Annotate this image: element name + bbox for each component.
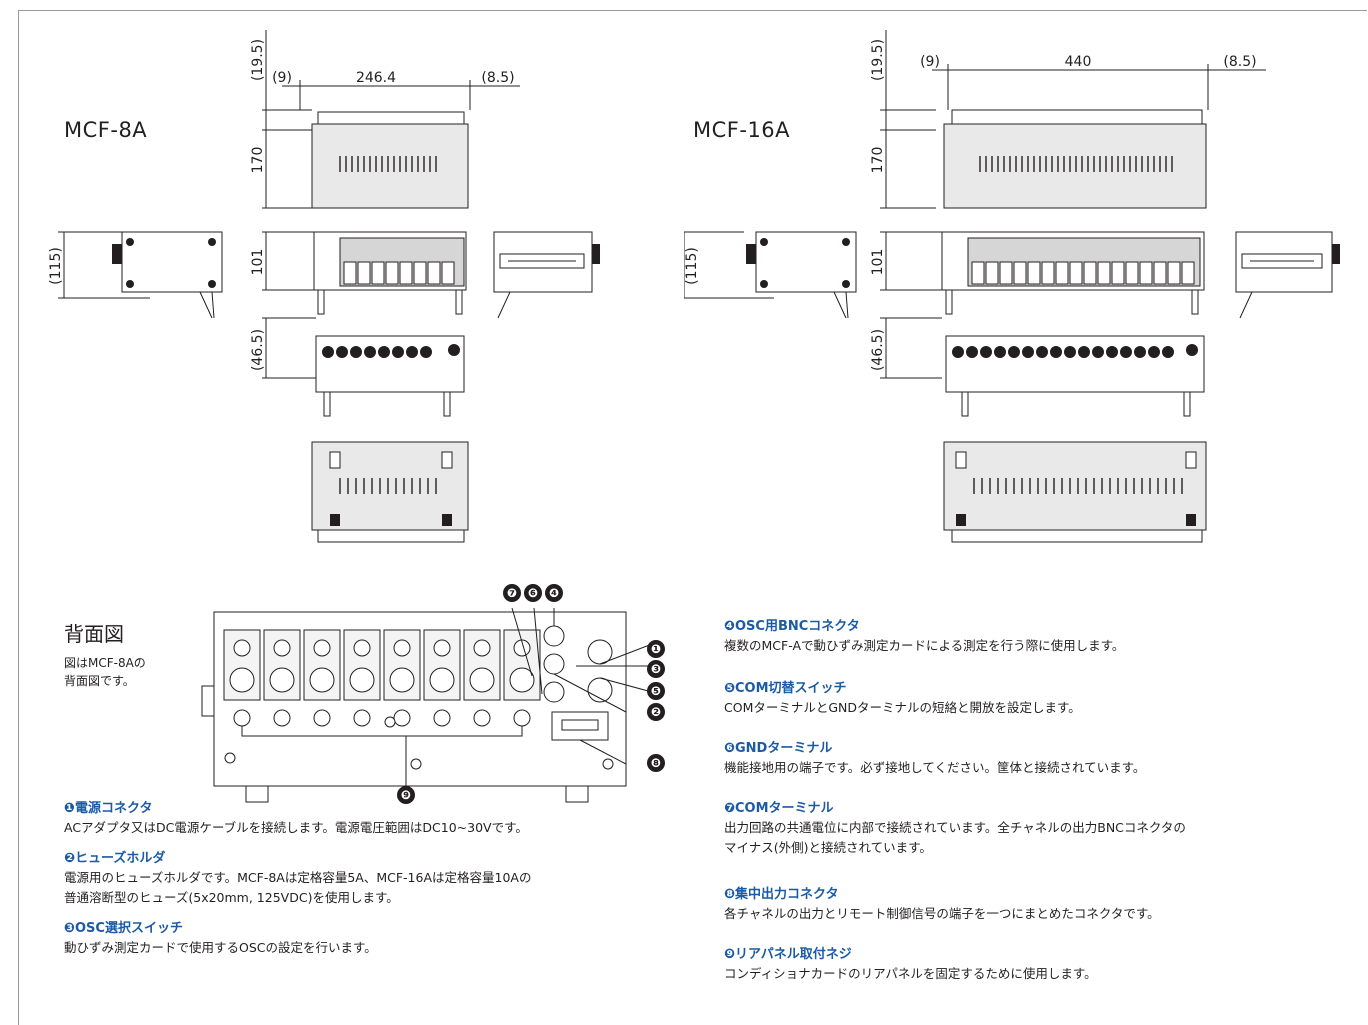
item-desc: 普通溶断型のヒューズ(5x20mm, 125VDC)を使用します。 bbox=[64, 890, 399, 905]
item-desc: COMターミナルとGNDターミナルの短絡と開放を設定します。 bbox=[724, 700, 1081, 715]
item-osc-bnc: ❹OSC用BNCコネクタ 複数のMCF-Aで動ひずみ測定カードによる測定を行う際… bbox=[724, 618, 1364, 656]
dim-width: 246.4 bbox=[356, 70, 396, 86]
page-frame bbox=[18, 10, 1367, 1025]
dim-left-gap: (9) bbox=[272, 70, 292, 86]
item-title: ❻GNDターミナル bbox=[724, 741, 833, 756]
item-power-connector: ❶電源コネクタ ACアダプタ又はDC電源ケーブルを接続します。電源電圧範囲はDC… bbox=[64, 800, 704, 838]
dim-side: (115) bbox=[48, 247, 64, 285]
item-desc: コンディショナカードのリアパネルを固定するために使用します。 bbox=[724, 966, 1097, 981]
item-title: ❺COM切替スイッチ bbox=[724, 681, 847, 696]
item-com-terminal: ❼COMターミナル 出力回路の共通電位に内部で接続されています。全チャネルの出力… bbox=[724, 800, 1364, 858]
callout-5: ❺ bbox=[647, 682, 665, 700]
item-title: ❽集中出力コネクタ bbox=[724, 887, 839, 902]
dim-foot: (46.5) bbox=[250, 329, 266, 371]
callout-6: ❻ bbox=[524, 584, 542, 602]
dim-side: (115) bbox=[684, 247, 700, 285]
callout-9: ❾ bbox=[397, 786, 415, 804]
rear-view-note: 図はMCF-8Aの 背面図です。 bbox=[64, 654, 146, 690]
model-label-mcf-16a: MCF-16A bbox=[693, 118, 791, 142]
item-desc: マイナス(外側)と接続されています。 bbox=[724, 840, 932, 855]
item-fuse-holder: ❷ヒューズホルダ 電源用のヒューズホルダです。MCF-8Aは定格容量5A、MCF… bbox=[64, 850, 704, 908]
callout-8: ❽ bbox=[647, 754, 665, 772]
mcf-16a-drawing: 440 (9) (8.5) (19.5) 170 (115) 101 bbox=[684, 30, 1340, 543]
item-desc: 出力回路の共通電位に内部で接続されています。全チャネルの出力BNCコネクタの bbox=[724, 820, 1186, 835]
rear-view-note-line: 図はMCF-8Aの bbox=[64, 656, 146, 670]
item-desc: 複数のMCF-Aで動ひずみ測定カードによる測定を行う際に使用します。 bbox=[724, 638, 1125, 653]
callout-7: ❼ bbox=[503, 584, 521, 602]
dim-depth: 101 bbox=[250, 249, 266, 276]
item-gnd-terminal: ❻GNDターミナル 機能接地用の端子です。必ず接地してください。筐体と接続されて… bbox=[724, 740, 1364, 778]
rear-panel-drawing bbox=[201, 607, 653, 803]
item-desc: 機能接地用の端子です。必ず接地してください。筐体と接続されています。 bbox=[724, 760, 1146, 775]
dim-depth: 101 bbox=[870, 249, 886, 276]
dim-height: 170 bbox=[870, 147, 886, 174]
item-desc: ACアダプタ又はDC電源ケーブルを接続します。電源電圧範囲はDC10~30Vです… bbox=[64, 820, 528, 835]
mcf-8a-drawing: 246.4 (9) (8.5) (19.5) 170 (115) 101 bbox=[48, 30, 600, 543]
callout-4: ❹ bbox=[545, 584, 563, 602]
dim-top: (19.5) bbox=[250, 39, 266, 81]
dim-foot: (46.5) bbox=[870, 329, 886, 371]
item-com-switch: ❺COM切替スイッチ COMターミナルとGNDターミナルの短絡と開放を設定します… bbox=[724, 680, 1364, 718]
item-title: ❶電源コネクタ bbox=[64, 801, 153, 816]
dim-width: 440 bbox=[1065, 54, 1092, 70]
item-desc: 各チャネルの出力とリモート制御信号の端子を一つにまとめたコネクタです。 bbox=[724, 906, 1160, 921]
rear-view-note-line: 背面図です。 bbox=[64, 674, 135, 688]
item-osc-switch: ❸OSC選択スイッチ 動ひずみ測定カードで使用するOSCの設定を行います。 bbox=[64, 920, 704, 958]
item-title: ❾リアパネル取付ネジ bbox=[724, 947, 852, 962]
callout-1: ❶ bbox=[647, 640, 665, 658]
item-central-output: ❽集中出力コネクタ 各チャネルの出力とリモート制御信号の端子を一つにまとめたコネ… bbox=[724, 886, 1364, 924]
item-title: ❷ヒューズホルダ bbox=[64, 851, 166, 866]
callout-3: ❸ bbox=[647, 660, 665, 678]
item-title: ❸OSC選択スイッチ bbox=[64, 921, 183, 936]
dim-top: (19.5) bbox=[870, 39, 886, 81]
callout-2: ❷ bbox=[647, 703, 665, 721]
item-title: ❼COMターミナル bbox=[724, 801, 834, 816]
item-rear-panel-screw: ❾リアパネル取付ネジ コンディショナカードのリアパネルを固定するために使用します… bbox=[724, 946, 1364, 984]
dim-right-gap: (8.5) bbox=[1223, 54, 1256, 70]
item-desc: 動ひずみ測定カードで使用するOSCの設定を行います。 bbox=[64, 940, 377, 955]
model-label-mcf-8a: MCF-8A bbox=[64, 118, 148, 142]
dim-right-gap: (8.5) bbox=[481, 70, 514, 86]
item-desc: 電源用のヒューズホルダです。MCF-8Aは定格容量5A、MCF-16Aは定格容量… bbox=[64, 870, 532, 885]
rear-view-title: 背面図 bbox=[64, 622, 124, 646]
dim-height: 170 bbox=[250, 147, 266, 174]
item-title: ❹OSC用BNCコネクタ bbox=[724, 619, 860, 634]
dim-left-gap: (9) bbox=[920, 54, 940, 70]
